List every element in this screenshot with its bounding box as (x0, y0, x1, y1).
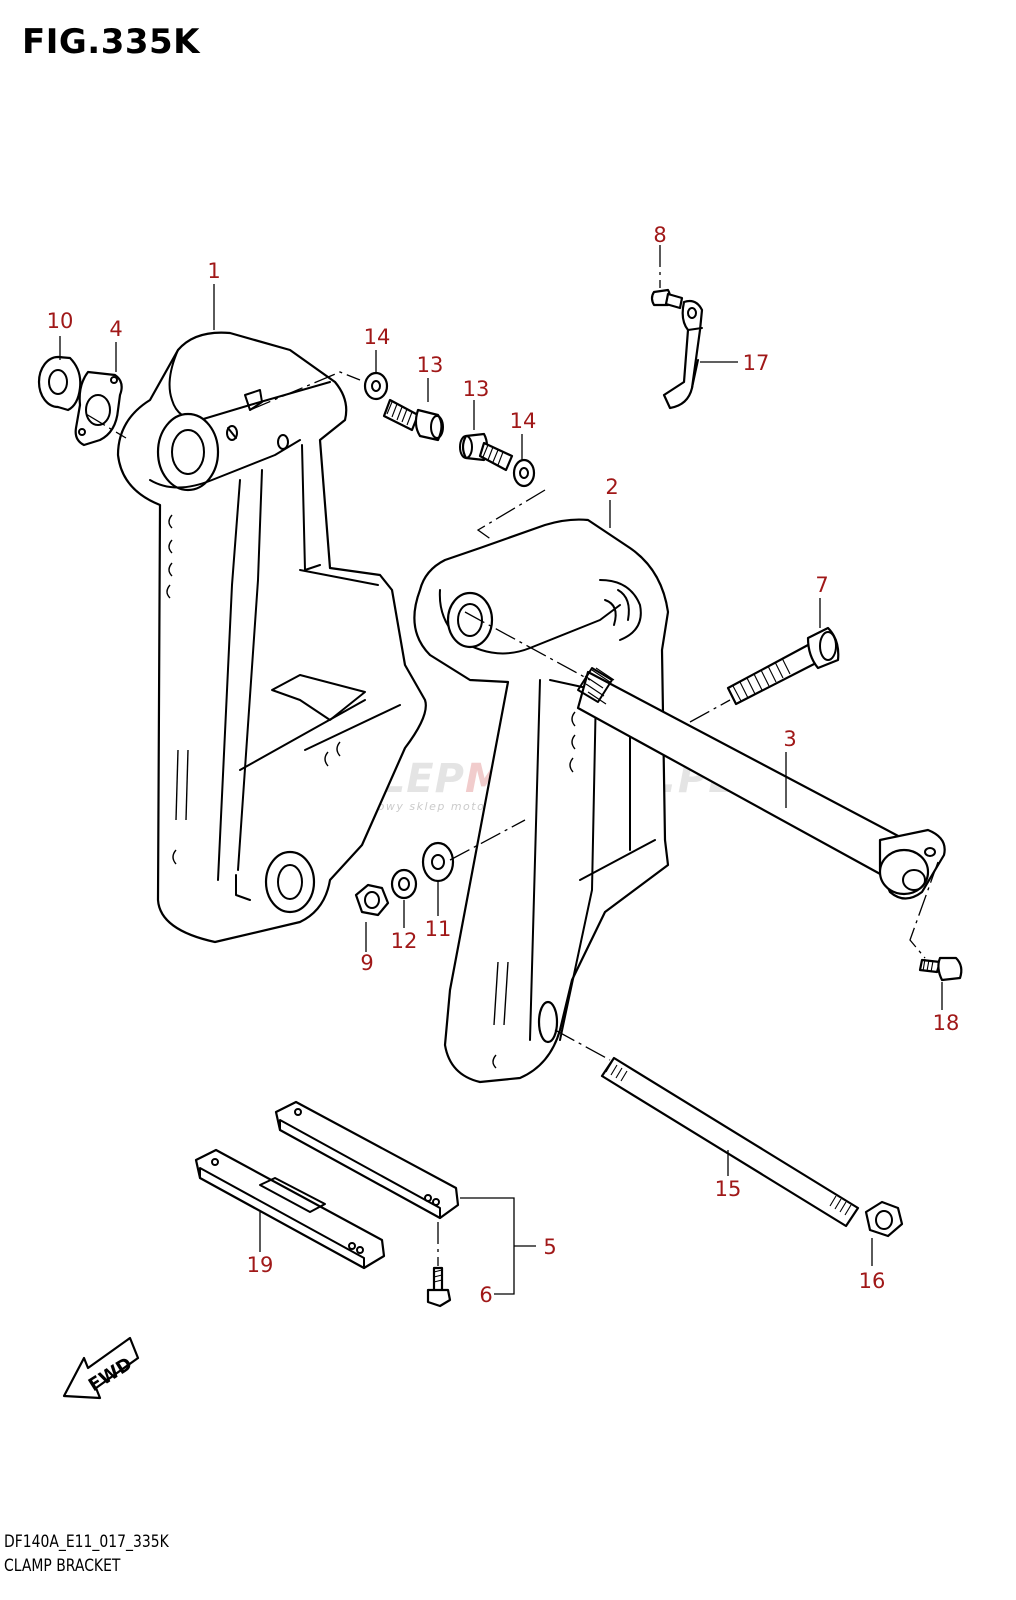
washer-11 (421, 841, 455, 883)
screw-8 (650, 288, 684, 310)
callout-labels: 1 2 3 4 5 6 7 8 9 10 11 12 13 13 14 14 1… (47, 223, 960, 1307)
callout-19: 19 (247, 1253, 274, 1277)
clip-17 (662, 299, 704, 410)
callout-9: 9 (360, 951, 373, 975)
callout-4: 4 (109, 317, 122, 341)
bolt-13-upper (382, 398, 444, 442)
screw-6 (426, 1266, 452, 1308)
callout-13-lower: 13 (463, 377, 490, 401)
nut-10 (37, 355, 82, 412)
nut-16 (864, 1200, 904, 1238)
callout-11: 11 (425, 917, 452, 941)
callout-12: 12 (391, 929, 418, 953)
bolt-7 (726, 626, 840, 706)
figure-name: CLAMP BRACKET (4, 1556, 121, 1576)
fwd-arrow-icon: FWD (62, 1336, 140, 1400)
washer-14-upper (363, 371, 389, 401)
callout-15: 15 (715, 1177, 742, 1201)
plate-5 (274, 1100, 460, 1220)
clamp-bracket-left (116, 331, 427, 944)
callout-8: 8 (653, 223, 666, 247)
callout-1: 1 (207, 259, 220, 283)
bolt-18 (918, 956, 963, 982)
washer-14-lower (512, 458, 536, 488)
callout-18: 18 (933, 1011, 960, 1035)
washer-12 (390, 868, 418, 900)
nut-9 (354, 883, 390, 917)
bolt-15 (600, 1056, 860, 1228)
connection-lines (85, 245, 939, 1266)
leader-lines (59, 284, 943, 1295)
callout-7: 7 (815, 573, 828, 597)
callout-16: 16 (859, 1269, 886, 1293)
callout-10: 10 (47, 309, 74, 333)
clamp-bracket-right (413, 518, 670, 1084)
callout-14-upper: 14 (364, 325, 391, 349)
figure-title: FIG.335K (22, 22, 201, 62)
plate-19 (194, 1148, 386, 1270)
plate-gasket (74, 370, 123, 447)
tilt-tube-shaft (576, 667, 946, 900)
callout-13-upper: 13 (417, 353, 444, 377)
callout-5: 5 (543, 1235, 556, 1259)
callout-14-lower: 14 (510, 409, 537, 433)
callout-6: 6 (479, 1283, 492, 1307)
callout-3: 3 (783, 727, 796, 751)
figure-code: DF140A_E11_017_335K (4, 1532, 169, 1552)
callout-17: 17 (743, 351, 770, 375)
callout-2: 2 (605, 475, 618, 499)
bolt-13-lower (459, 432, 514, 472)
